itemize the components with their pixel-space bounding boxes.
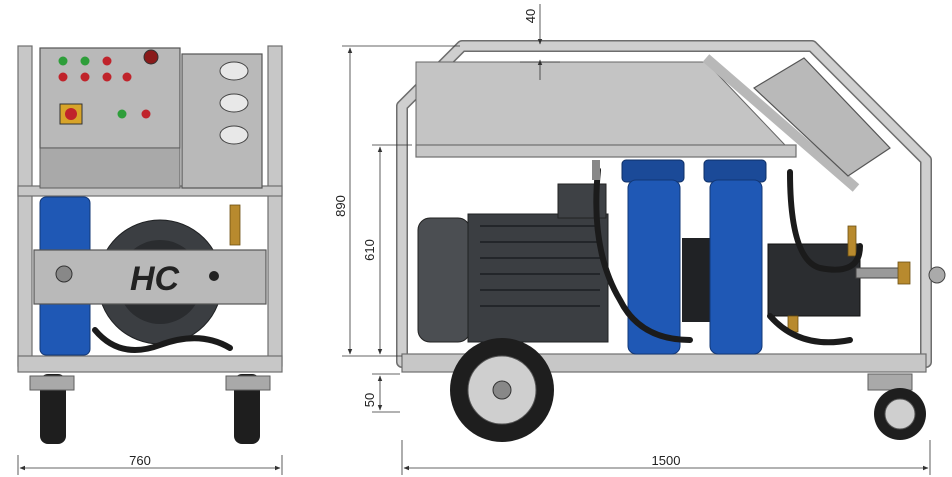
side-hose-1 bbox=[593, 167, 693, 343]
main-switch-knob[interactable] bbox=[65, 108, 77, 120]
front-cover-panel bbox=[33, 249, 267, 305]
brand-logo: HC bbox=[130, 260, 180, 298]
control-buttons bbox=[58, 49, 159, 125]
rear-wheel-axle bbox=[492, 380, 512, 400]
front-outlet-fitting bbox=[55, 265, 73, 283]
front-left-caster-bracket bbox=[29, 375, 75, 391]
side-hose-2 bbox=[787, 169, 863, 273]
high-pressure-pump bbox=[767, 243, 861, 317]
caster-bracket bbox=[867, 373, 913, 391]
front-view: HC bbox=[17, 45, 283, 444]
front-caster-hub bbox=[884, 398, 916, 430]
front-brass-fitting bbox=[229, 204, 241, 246]
pump-brass-valve bbox=[847, 225, 857, 257]
front-left-upright bbox=[17, 45, 33, 367]
front-right-caster-bracket bbox=[225, 375, 271, 391]
filter-head-1 bbox=[621, 159, 685, 183]
side-hose-3 bbox=[767, 313, 853, 346]
red-button[interactable] bbox=[58, 72, 68, 82]
water-filter-1 bbox=[627, 179, 681, 355]
red-button[interactable] bbox=[80, 72, 90, 82]
outlet-quick-connector bbox=[928, 266, 946, 284]
filter-head-2 bbox=[703, 159, 767, 183]
dim-760-label: 760 bbox=[129, 453, 151, 468]
pressure-gauge bbox=[219, 61, 249, 81]
side-diagonal-brace bbox=[702, 54, 860, 192]
outlet-brass-coupling bbox=[897, 261, 911, 285]
front-right-wheel bbox=[234, 374, 260, 444]
dim-50-label: 50 bbox=[362, 393, 377, 407]
motor-end-cap bbox=[417, 217, 471, 343]
red-button[interactable] bbox=[102, 72, 112, 82]
green-button[interactable] bbox=[117, 109, 127, 119]
front-right-upright bbox=[267, 45, 283, 367]
side-control-box bbox=[753, 57, 891, 177]
side-mid-rail bbox=[415, 144, 797, 158]
motor-fins bbox=[480, 225, 600, 307]
emergency-stop-button[interactable] bbox=[143, 49, 159, 65]
side-view bbox=[396, 40, 946, 442]
red-button[interactable] bbox=[141, 109, 151, 119]
front-hose bbox=[92, 327, 233, 353]
electric-motor bbox=[467, 213, 609, 343]
green-button[interactable] bbox=[58, 56, 68, 66]
dim-40-label: 40 bbox=[523, 9, 538, 23]
dim-890-label: 890 bbox=[333, 195, 348, 217]
water-filter-2 bbox=[709, 179, 763, 355]
front-left-wheel bbox=[40, 374, 66, 444]
dimension-lines: 760 1500 890 610 50 40 bbox=[17, 4, 931, 475]
front-base-rail bbox=[17, 355, 283, 373]
pressure-gauge bbox=[219, 125, 249, 145]
dim-1500-label: 1500 bbox=[652, 453, 681, 468]
dim-610-label: 610 bbox=[362, 239, 377, 261]
front-bolt bbox=[209, 271, 219, 281]
red-button[interactable] bbox=[102, 56, 112, 66]
green-button[interactable] bbox=[80, 56, 90, 66]
control-box-lower bbox=[39, 147, 181, 189]
pressure-gauge bbox=[219, 93, 249, 113]
red-button[interactable] bbox=[122, 72, 132, 82]
